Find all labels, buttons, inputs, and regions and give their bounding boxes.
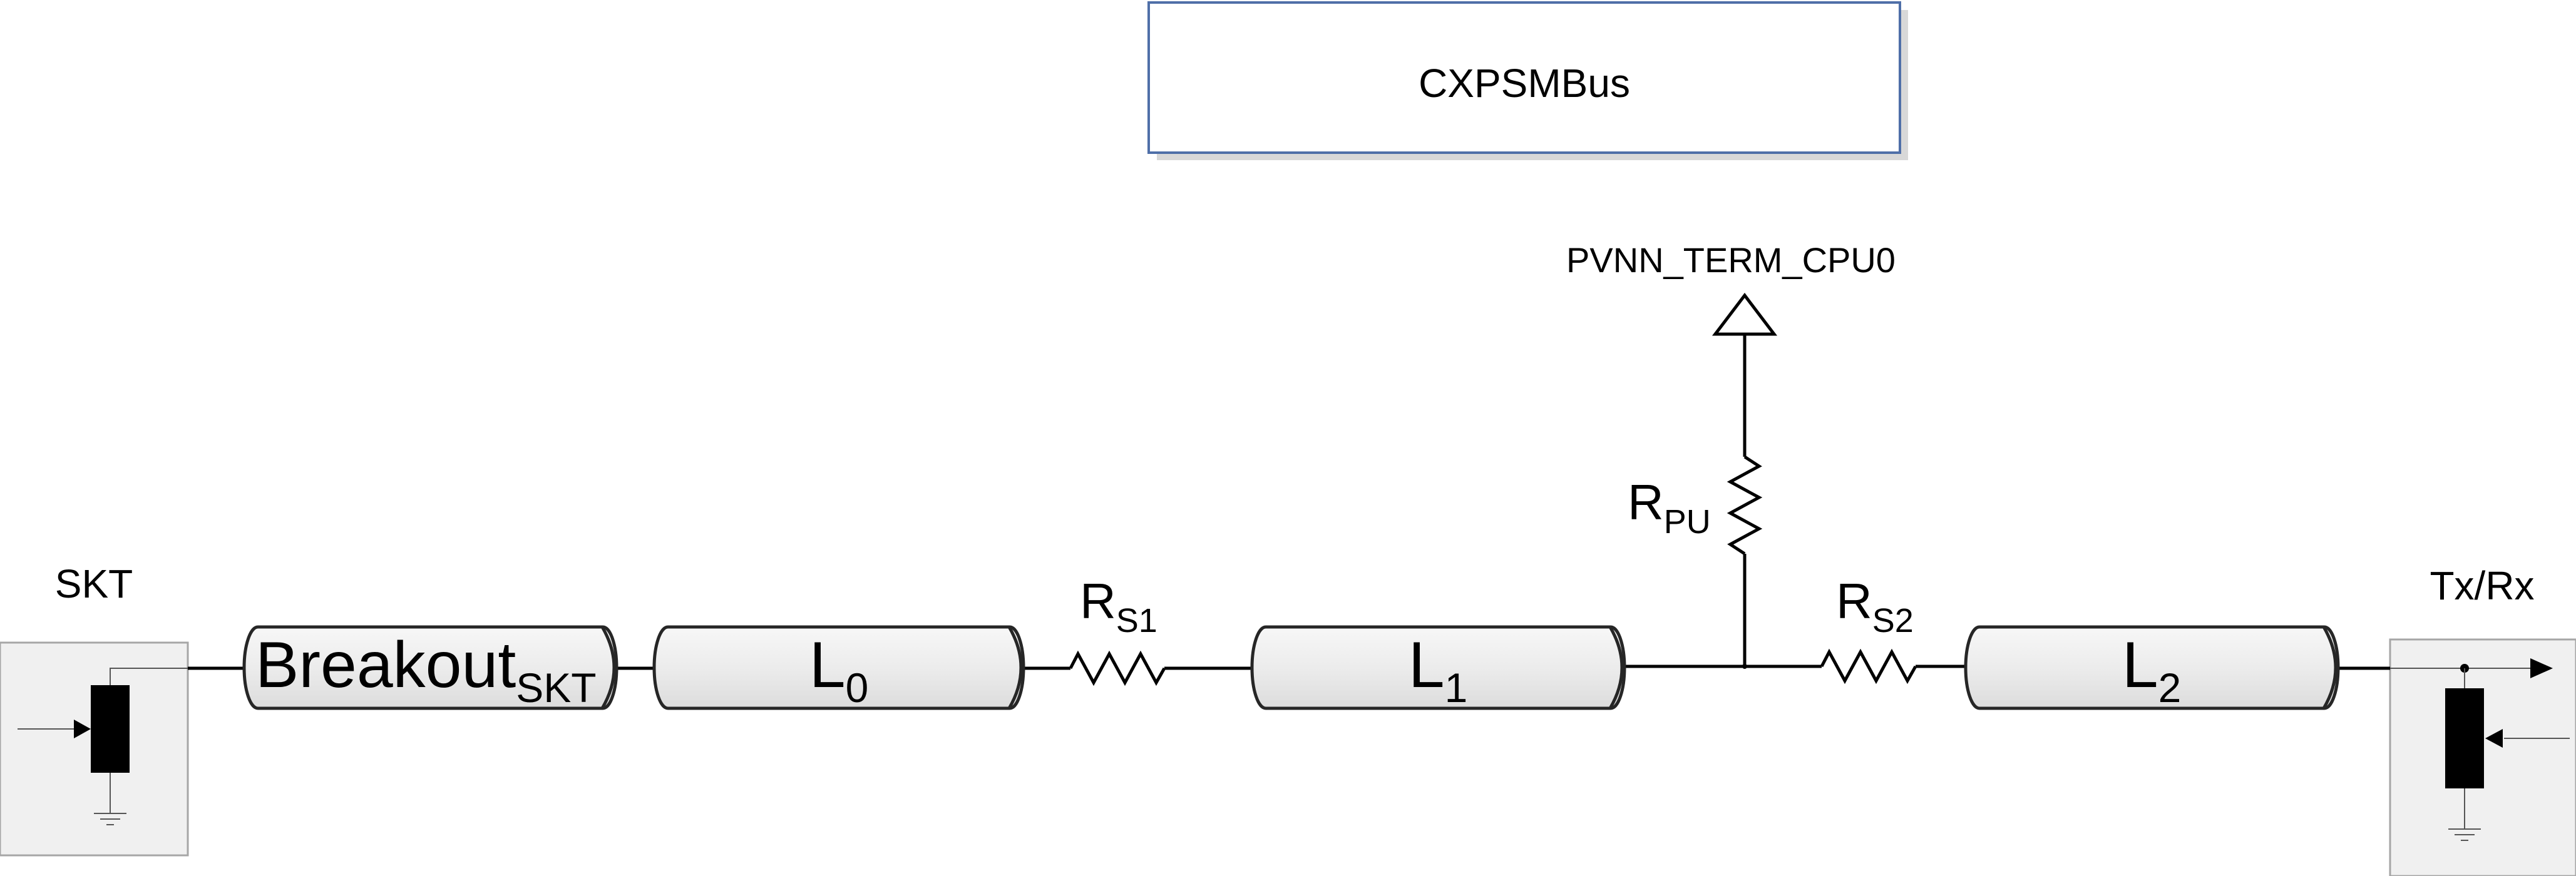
- title-box: CXPSMBus: [1147, 1, 1908, 160]
- endpoint-txrx-label: Tx/Rx: [2430, 563, 2534, 608]
- txrx-input-arrow-icon: [2485, 729, 2503, 748]
- resistor-rs2-label: RS2: [1836, 573, 1914, 639]
- txrx-output-arrow-icon: [2530, 658, 2553, 678]
- skt-output-wire: [110, 668, 188, 685]
- tline-l0-body: [652, 625, 1025, 710]
- resistor-rs1: RS1: [1069, 573, 1166, 686]
- tline-l2-body: [1964, 625, 2340, 710]
- tline-l1-label: L1: [1409, 629, 1468, 711]
- skt-input-arrow-icon: [74, 720, 91, 738]
- resistor-rs2: RS2: [1820, 573, 1917, 685]
- tline-breakout-body: [242, 625, 618, 710]
- endpoint-skt-label: SKT: [55, 561, 133, 606]
- tline-l0: L0: [652, 625, 1025, 711]
- supply-label: PVNN_TERM_CPU0: [1566, 240, 1896, 280]
- junction-node: [1742, 664, 1747, 669]
- resistor-rpu: RPU: [1628, 455, 1763, 666]
- supply-terminal: PVNN_TERM_CPU0: [1566, 240, 1896, 457]
- signal-wires: [188, 665, 2390, 670]
- endpoint-txrx: Tx/Rx: [2389, 563, 2576, 876]
- tline-l0-label: L0: [809, 629, 869, 711]
- skt-driver-icon: [91, 685, 130, 773]
- resistor-rpu-zigzag: [1727, 455, 1763, 556]
- resistor-rs1-label: RS1: [1080, 573, 1157, 639]
- title-box-frame: [1147, 1, 1901, 154]
- tline-l2-label: L2: [2122, 629, 2182, 711]
- supply-arrow-icon: [1711, 292, 1778, 336]
- resistor-rs1-zigzag: [1069, 650, 1166, 686]
- tline-l2: L2: [1964, 625, 2340, 711]
- tline-l1-body: [1250, 625, 1626, 710]
- tline-breakout-label: BreakoutSKT: [255, 629, 597, 711]
- tline-l1: L1: [1250, 625, 1626, 711]
- title-box-label: CXPSMBus: [1419, 61, 1630, 106]
- txrx-receiver-icon: [2445, 688, 2484, 788]
- resistor-rs2-zigzag: [1820, 648, 1917, 685]
- resistor-rpu-label: RPU: [1628, 474, 1711, 541]
- tline-breakout: BreakoutSKT: [242, 625, 618, 711]
- endpoint-skt: SKT: [0, 561, 189, 857]
